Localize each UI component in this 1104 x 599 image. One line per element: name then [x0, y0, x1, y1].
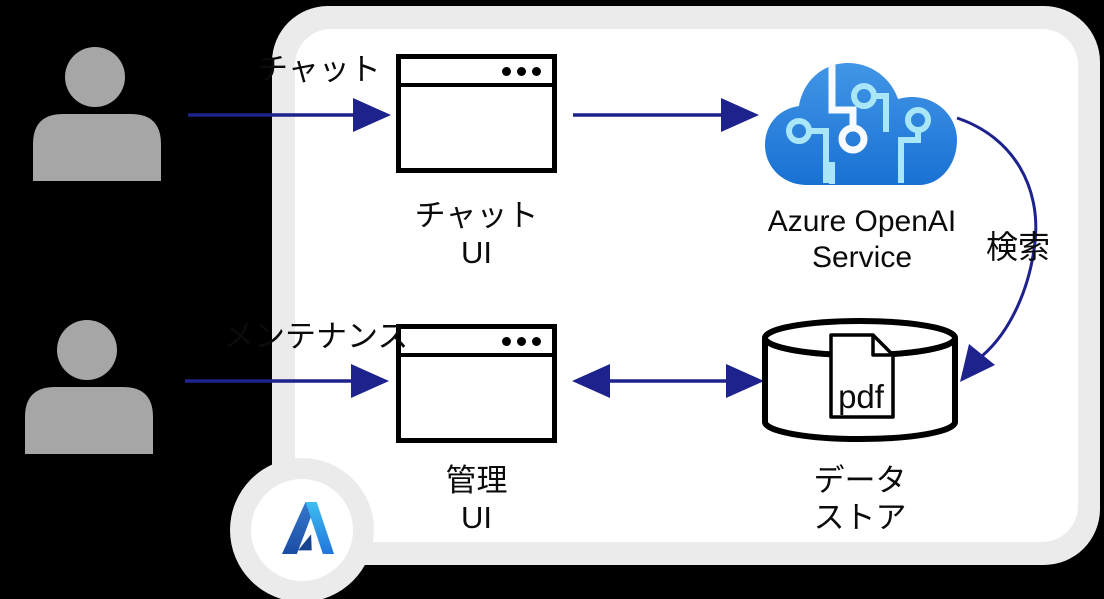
azure-openai-label-line1: Azure OpenAI — [767, 205, 957, 238]
pdf-document-icon: pdf — [829, 333, 895, 419]
chat-ui-label-line1: チャット — [414, 198, 539, 233]
browser-window-icon — [396, 324, 557, 443]
azure-logo-icon — [281, 501, 335, 555]
window-dot-icon — [502, 66, 511, 76]
edge-label-maintenance: メンテナンス — [223, 319, 409, 354]
window-dot-icon — [517, 66, 526, 76]
chat-ui-label: チャット UI — [396, 197, 557, 271]
admin-ui-label-line2: UI — [461, 500, 492, 535]
arrow-user-to-admin-ui — [185, 364, 389, 398]
user-icon — [33, 47, 161, 181]
edge-label-chat: チャット — [257, 52, 381, 87]
pdf-document-label: pdf — [838, 378, 885, 415]
azure-openai-label-line2: Service — [811, 241, 913, 274]
azure-ai-cloud-icon — [765, 63, 957, 185]
admin-ui-label: 管理 UI — [396, 462, 557, 536]
arrow-admin-ui-to-data-store — [572, 364, 764, 398]
window-dot-icon — [502, 336, 511, 346]
browser-window-icon — [396, 54, 557, 173]
window-dot-icon — [532, 66, 541, 76]
browser-titlebar — [401, 329, 552, 357]
data-store-label-line2: ストア — [813, 500, 907, 535]
browser-titlebar — [401, 59, 552, 87]
data-store-label: データ ストア — [760, 462, 960, 536]
chat-ui-label-line2: UI — [461, 235, 492, 270]
arrow-chat-ui-to-azure-openai — [573, 98, 759, 132]
admin-ui-label-line1: 管理 — [445, 463, 508, 498]
edge-label-search: 検索 — [986, 229, 1051, 265]
azure-openai-label: Azure OpenAI Service — [742, 204, 982, 276]
window-dot-icon — [517, 336, 526, 346]
window-dot-icon — [532, 336, 541, 346]
user-icon — [25, 320, 153, 454]
arrow-azure-openai-to-data-store — [956, 116, 1038, 382]
arrow-user-to-chat-ui — [188, 98, 391, 132]
data-store-label-line1: データ — [813, 463, 907, 498]
